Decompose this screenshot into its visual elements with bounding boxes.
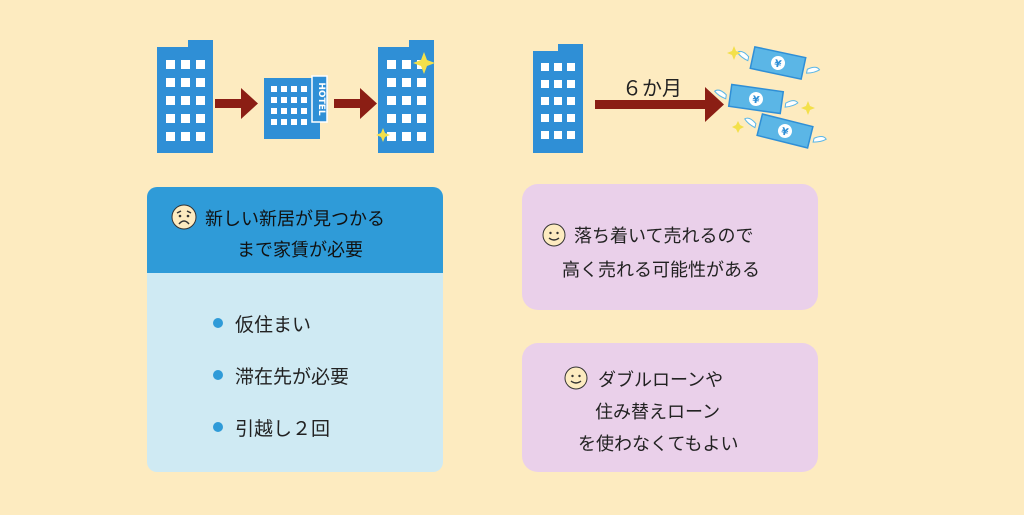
no-double-loan-line1: ダブルローンや	[598, 370, 724, 391]
sparkle-icon	[376, 128, 390, 142]
bullet-item-temporary-housing: 仮住まい	[235, 314, 312, 336]
bullet-dot	[213, 318, 223, 328]
svg-text:¥: ¥	[752, 95, 760, 107]
arrow-icon-2	[334, 88, 377, 119]
sparkle-icon	[801, 101, 815, 115]
rent-card-header-line2: まで家賃が必要	[237, 240, 363, 261]
flying-money-icon: ¥ ¥ ¥	[713, 45, 827, 149]
long-arrow-icon	[595, 87, 724, 122]
building-icon-sale	[533, 44, 583, 153]
building-icon-new-home	[376, 40, 435, 153]
no-double-loan-card: ダブルローンや 住み替えローン を使わなくてもよい	[522, 343, 818, 472]
sell-calmly-line2: 高く売れる可能性がある	[562, 260, 760, 281]
building-icon-old-home	[157, 40, 213, 153]
sell-calmly-line1: 落ち着いて売れるので	[574, 226, 754, 247]
smile-face-icon	[542, 223, 566, 247]
bullet-dot	[213, 370, 223, 380]
bullet-item-move-twice: 引越し２回	[235, 418, 331, 440]
svg-text:¥: ¥	[773, 58, 782, 70]
worried-face-icon	[171, 204, 197, 230]
bullet-item-accommodation-needed: 滞在先が必要	[235, 366, 350, 388]
no-double-loan-line3: を使わなくてもよい	[578, 434, 739, 455]
smile-face-icon	[564, 366, 588, 390]
hotel-icon: HOTEL	[264, 75, 328, 139]
rent-card: 新しい新居が見つかる まで家賃が必要 仮住まい 滞在先が必要 引越し２回	[147, 187, 443, 472]
rent-card-header: 新しい新居が見つかる まで家賃が必要	[147, 187, 443, 273]
rent-card-header-line1: 新しい新居が見つかる	[205, 209, 385, 230]
illustration-layer: HOTEL	[157, 40, 827, 153]
no-double-loan-line2: 住み替えローン	[595, 402, 721, 423]
bullet-dot	[213, 422, 223, 432]
svg-text:¥: ¥	[780, 126, 789, 138]
arrow-icon-1	[215, 88, 258, 119]
sell-calmly-card: 落ち着いて売れるので 高く売れる可能性がある	[522, 184, 818, 310]
sparkle-icon	[727, 46, 741, 60]
sparkle-icon	[732, 121, 744, 133]
hotel-sign-label: HOTEL	[316, 82, 326, 115]
sparkle-icon	[413, 52, 435, 74]
period-label: ６か月	[622, 76, 682, 100]
